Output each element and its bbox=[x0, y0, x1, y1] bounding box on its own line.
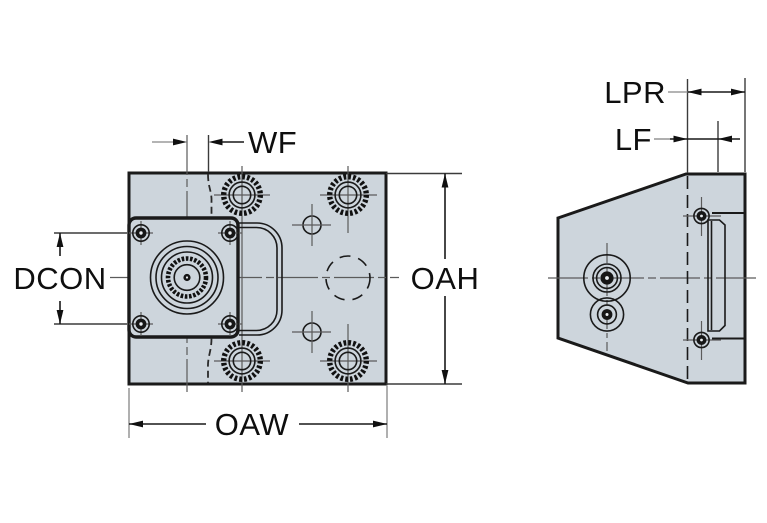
side-center-screw bbox=[582, 254, 631, 303]
hidden-edge-top bbox=[207, 173, 213, 217]
plate-screws bbox=[129, 221, 242, 336]
side-view: LPR LF bbox=[548, 75, 758, 385]
plate-screw bbox=[218, 221, 242, 245]
knurled-screw bbox=[327, 173, 370, 216]
dimension-label-wf: WF bbox=[248, 125, 297, 160]
hidden-hole bbox=[325, 255, 371, 301]
dimension-lpr: LPR bbox=[604, 75, 746, 173]
side-right-screws bbox=[683, 197, 721, 360]
clamp-plate-profile bbox=[707, 219, 726, 332]
dimension-dcon: DCON bbox=[13, 232, 127, 325]
dimension-label-lf: LF bbox=[615, 122, 652, 157]
knurled-screw bbox=[220, 173, 263, 216]
dimension-lf: LF bbox=[615, 121, 740, 172]
side-screw bbox=[683, 321, 721, 360]
side-screw bbox=[683, 197, 721, 236]
knurled-screw bbox=[327, 340, 370, 383]
dimension-oaw: OAW bbox=[128, 386, 388, 442]
coupling bbox=[149, 240, 225, 315]
plate-screw bbox=[129, 312, 153, 336]
dimension-label-oaw: OAW bbox=[215, 407, 290, 442]
dimension-label-dcon: DCON bbox=[13, 261, 106, 296]
clamp-handle bbox=[239, 222, 283, 336]
dimension-oah: OAH bbox=[386, 172, 480, 385]
side-lower-screw bbox=[589, 297, 625, 332]
hidden-edge-bottom bbox=[207, 337, 213, 383]
plate-screw bbox=[129, 221, 153, 245]
dimension-wf: WF bbox=[152, 125, 297, 172]
dimension-label-oah: OAH bbox=[411, 261, 480, 296]
position-marks bbox=[292, 204, 331, 353]
plate-screw bbox=[218, 312, 242, 336]
knurled-screw bbox=[220, 340, 263, 383]
dimension-label-lpr: LPR bbox=[604, 75, 666, 110]
front-view: WF DCON OAH bbox=[13, 125, 480, 442]
knurled-screws bbox=[220, 173, 370, 383]
